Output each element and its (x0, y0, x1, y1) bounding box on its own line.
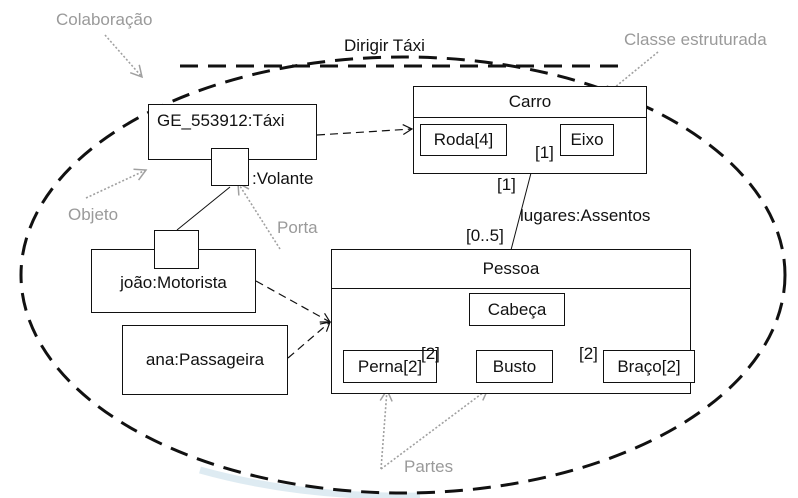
cabeca-part[interactable]: Cabeça (469, 293, 565, 326)
pessoa-class-name: Pessoa (482, 259, 540, 278)
carro-class-header: Carro (414, 87, 646, 118)
assentos-connector (510, 172, 532, 251)
motorista-port[interactable] (154, 230, 199, 269)
passageira-object-label: ana:Passageira (145, 350, 265, 369)
collaboration-ellipse (19, 55, 787, 495)
connector-end-carro: [1] (497, 175, 516, 194)
collaboration-name: Dirigir Táxi (344, 36, 425, 55)
cabeca-part-label: Cabeça (487, 299, 547, 319)
annotation-colaboracao: Colaboração (56, 10, 153, 29)
volante-port[interactable] (211, 148, 249, 186)
annotation-partes: Partes (404, 457, 454, 476)
busto-part[interactable]: Busto (476, 350, 553, 383)
braco-multiplicity: [2] (579, 344, 598, 363)
taxi-object-label: GE_553912:Táxi (157, 111, 285, 130)
eixo-part[interactable]: Eixo (560, 124, 614, 156)
volante-port-label: :Volante (252, 169, 314, 188)
perna-multiplicity: [2] (421, 344, 440, 363)
objeto-arrow (85, 168, 148, 199)
perna-part-label: Perna[2] (357, 356, 423, 376)
motorista-object-label: joão:Motorista (120, 273, 227, 292)
eixo-part-label: Eixo (570, 130, 604, 149)
roda-part[interactable]: Roda[4] (420, 124, 507, 156)
braco-part[interactable]: Braço[2] (603, 350, 695, 383)
busto-part-label: Busto (492, 356, 537, 376)
porta-arrow (237, 181, 281, 250)
annotation-classe-estruturada: Classe estruturada (624, 30, 767, 49)
shadow-swoosh (199, 466, 421, 498)
connector-name: lugares:Assentos (520, 206, 651, 225)
roda-part-label: Roda[4] (433, 130, 494, 149)
passageira-object[interactable]: ana:Passageira (122, 325, 288, 395)
motorista-pessoa-dependency (255, 280, 332, 323)
partes-perna-arrow (379, 388, 393, 470)
colaboracao-arrow (104, 34, 144, 79)
volante-motorista-link (176, 186, 231, 231)
pessoa-class-header: Pessoa (332, 250, 690, 289)
annotation-porta: Porta (277, 218, 318, 237)
passageira-pessoa-dependency (287, 321, 331, 359)
annotation-objeto: Objeto (68, 205, 119, 224)
braco-part-label: Braço[2] (617, 356, 681, 376)
connector-end-pessoa: [0..5] (466, 226, 504, 245)
taxi-carro-dependency (316, 124, 414, 136)
carro-class-name: Carro (508, 92, 552, 111)
eixo-multiplicity: [1] (535, 143, 554, 162)
perna-part[interactable]: Perna[2] (343, 350, 437, 383)
